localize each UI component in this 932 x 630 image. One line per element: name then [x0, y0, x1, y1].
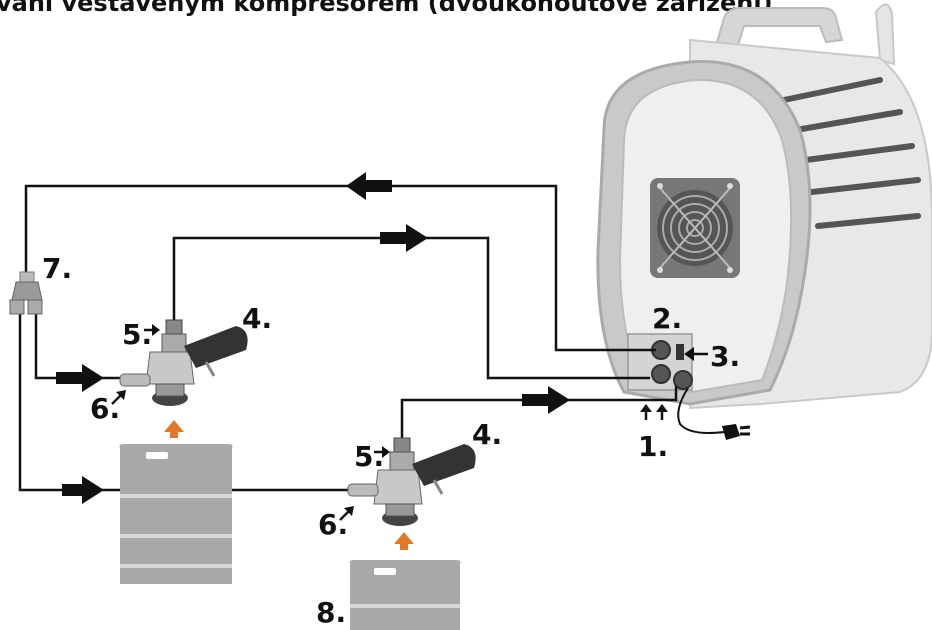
label-4-bottom: 4.: [472, 418, 502, 451]
label-6-top: 6.: [90, 392, 120, 425]
label-3: 3.: [710, 340, 740, 373]
label-4-top: 4.: [242, 302, 272, 335]
label-6-bottom: 6.: [318, 508, 348, 541]
switch-icon: [676, 344, 684, 360]
flow-arrow-left-upper: [56, 364, 104, 392]
label-1: 1.: [638, 430, 668, 463]
keg-icon: [119, 444, 233, 584]
diagram-title: vání vestavěným kompresorem (dvoukohouto…: [0, 0, 773, 17]
connector-panel: [627, 333, 693, 391]
cooler-handle: [710, 7, 844, 62]
line-coupler1-return: [172, 236, 650, 380]
line-splitter-to-coupler2: [18, 312, 352, 492]
line-splitter-supply: [24, 184, 656, 352]
orange-arrows: [164, 420, 414, 550]
cooler-side-hook: [874, 3, 896, 66]
coupler-icon: [119, 319, 248, 406]
power-cable: [677, 387, 725, 434]
fan-icon: [650, 178, 740, 278]
flow-arrow-left-lower: [62, 476, 104, 504]
coupler-icon-2: [347, 437, 476, 526]
power-plug-icon: [722, 424, 751, 440]
flow-arrow-top-left: [346, 172, 392, 200]
label-7: 7.: [42, 252, 72, 285]
cooler-vents: [781, 77, 921, 229]
orange-arrow-keg1: [164, 420, 184, 438]
flow-arrows: [56, 172, 570, 504]
label-5-top: 5.: [122, 318, 152, 351]
connector-port-bottom-left: [651, 364, 671, 384]
keg-icon-2: [349, 560, 461, 630]
cooler-unit: [596, 3, 932, 440]
y-splitter-icon: [9, 271, 43, 315]
label-5-bottom: 5.: [354, 440, 384, 473]
line-splitter-to-coupler1: [34, 312, 124, 380]
flow-arrow-middle-right: [380, 224, 428, 252]
gas-lines: [18, 184, 678, 492]
label-2: 2.: [652, 302, 682, 335]
pointer-arrows: [111, 324, 708, 521]
orange-arrow-keg2: [394, 532, 414, 550]
connector-port-bottom-right: [673, 370, 693, 390]
flow-arrow-lower-right: [522, 386, 570, 414]
label-8: 8.: [316, 596, 346, 629]
